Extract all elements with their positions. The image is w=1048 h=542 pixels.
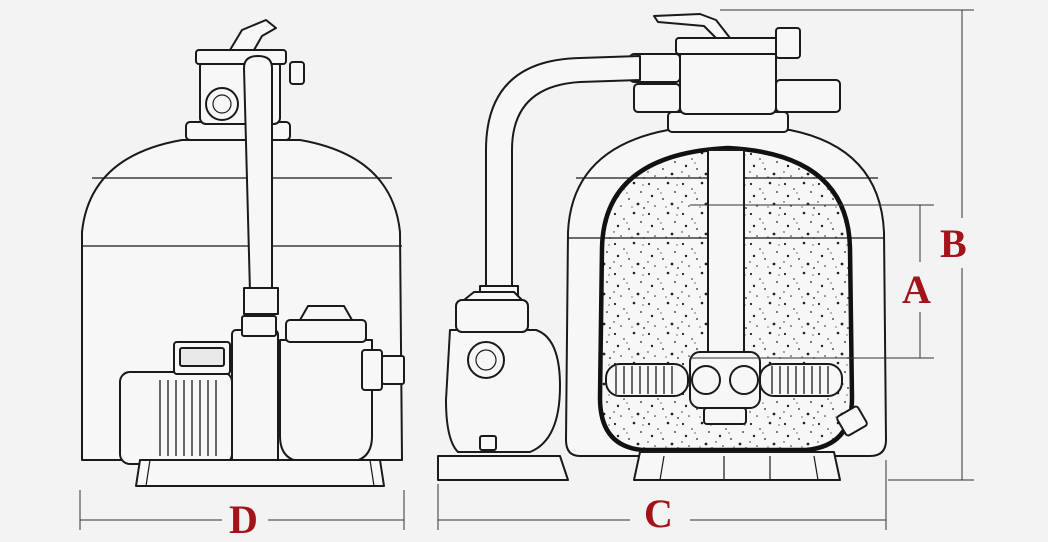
dimension-label-a: A <box>902 267 931 312</box>
right-valve-handle <box>653 13 731 39</box>
drain-plug <box>836 405 868 437</box>
left-hose <box>243 55 273 293</box>
dimension-label-d: D <box>229 497 258 542</box>
right-hose <box>485 55 641 301</box>
right-multiport-valve <box>679 49 777 115</box>
laterals <box>605 351 843 425</box>
right-pump <box>445 329 561 453</box>
left-strainer-pot <box>279 339 373 463</box>
dimension-label-b: B <box>940 221 967 266</box>
right-filter-unit <box>437 13 887 481</box>
dimension-lines <box>79 9 974 530</box>
left-filter-unit <box>81 19 405 487</box>
dimension-label-c: C <box>644 491 673 536</box>
left-valve-handle <box>229 19 277 51</box>
